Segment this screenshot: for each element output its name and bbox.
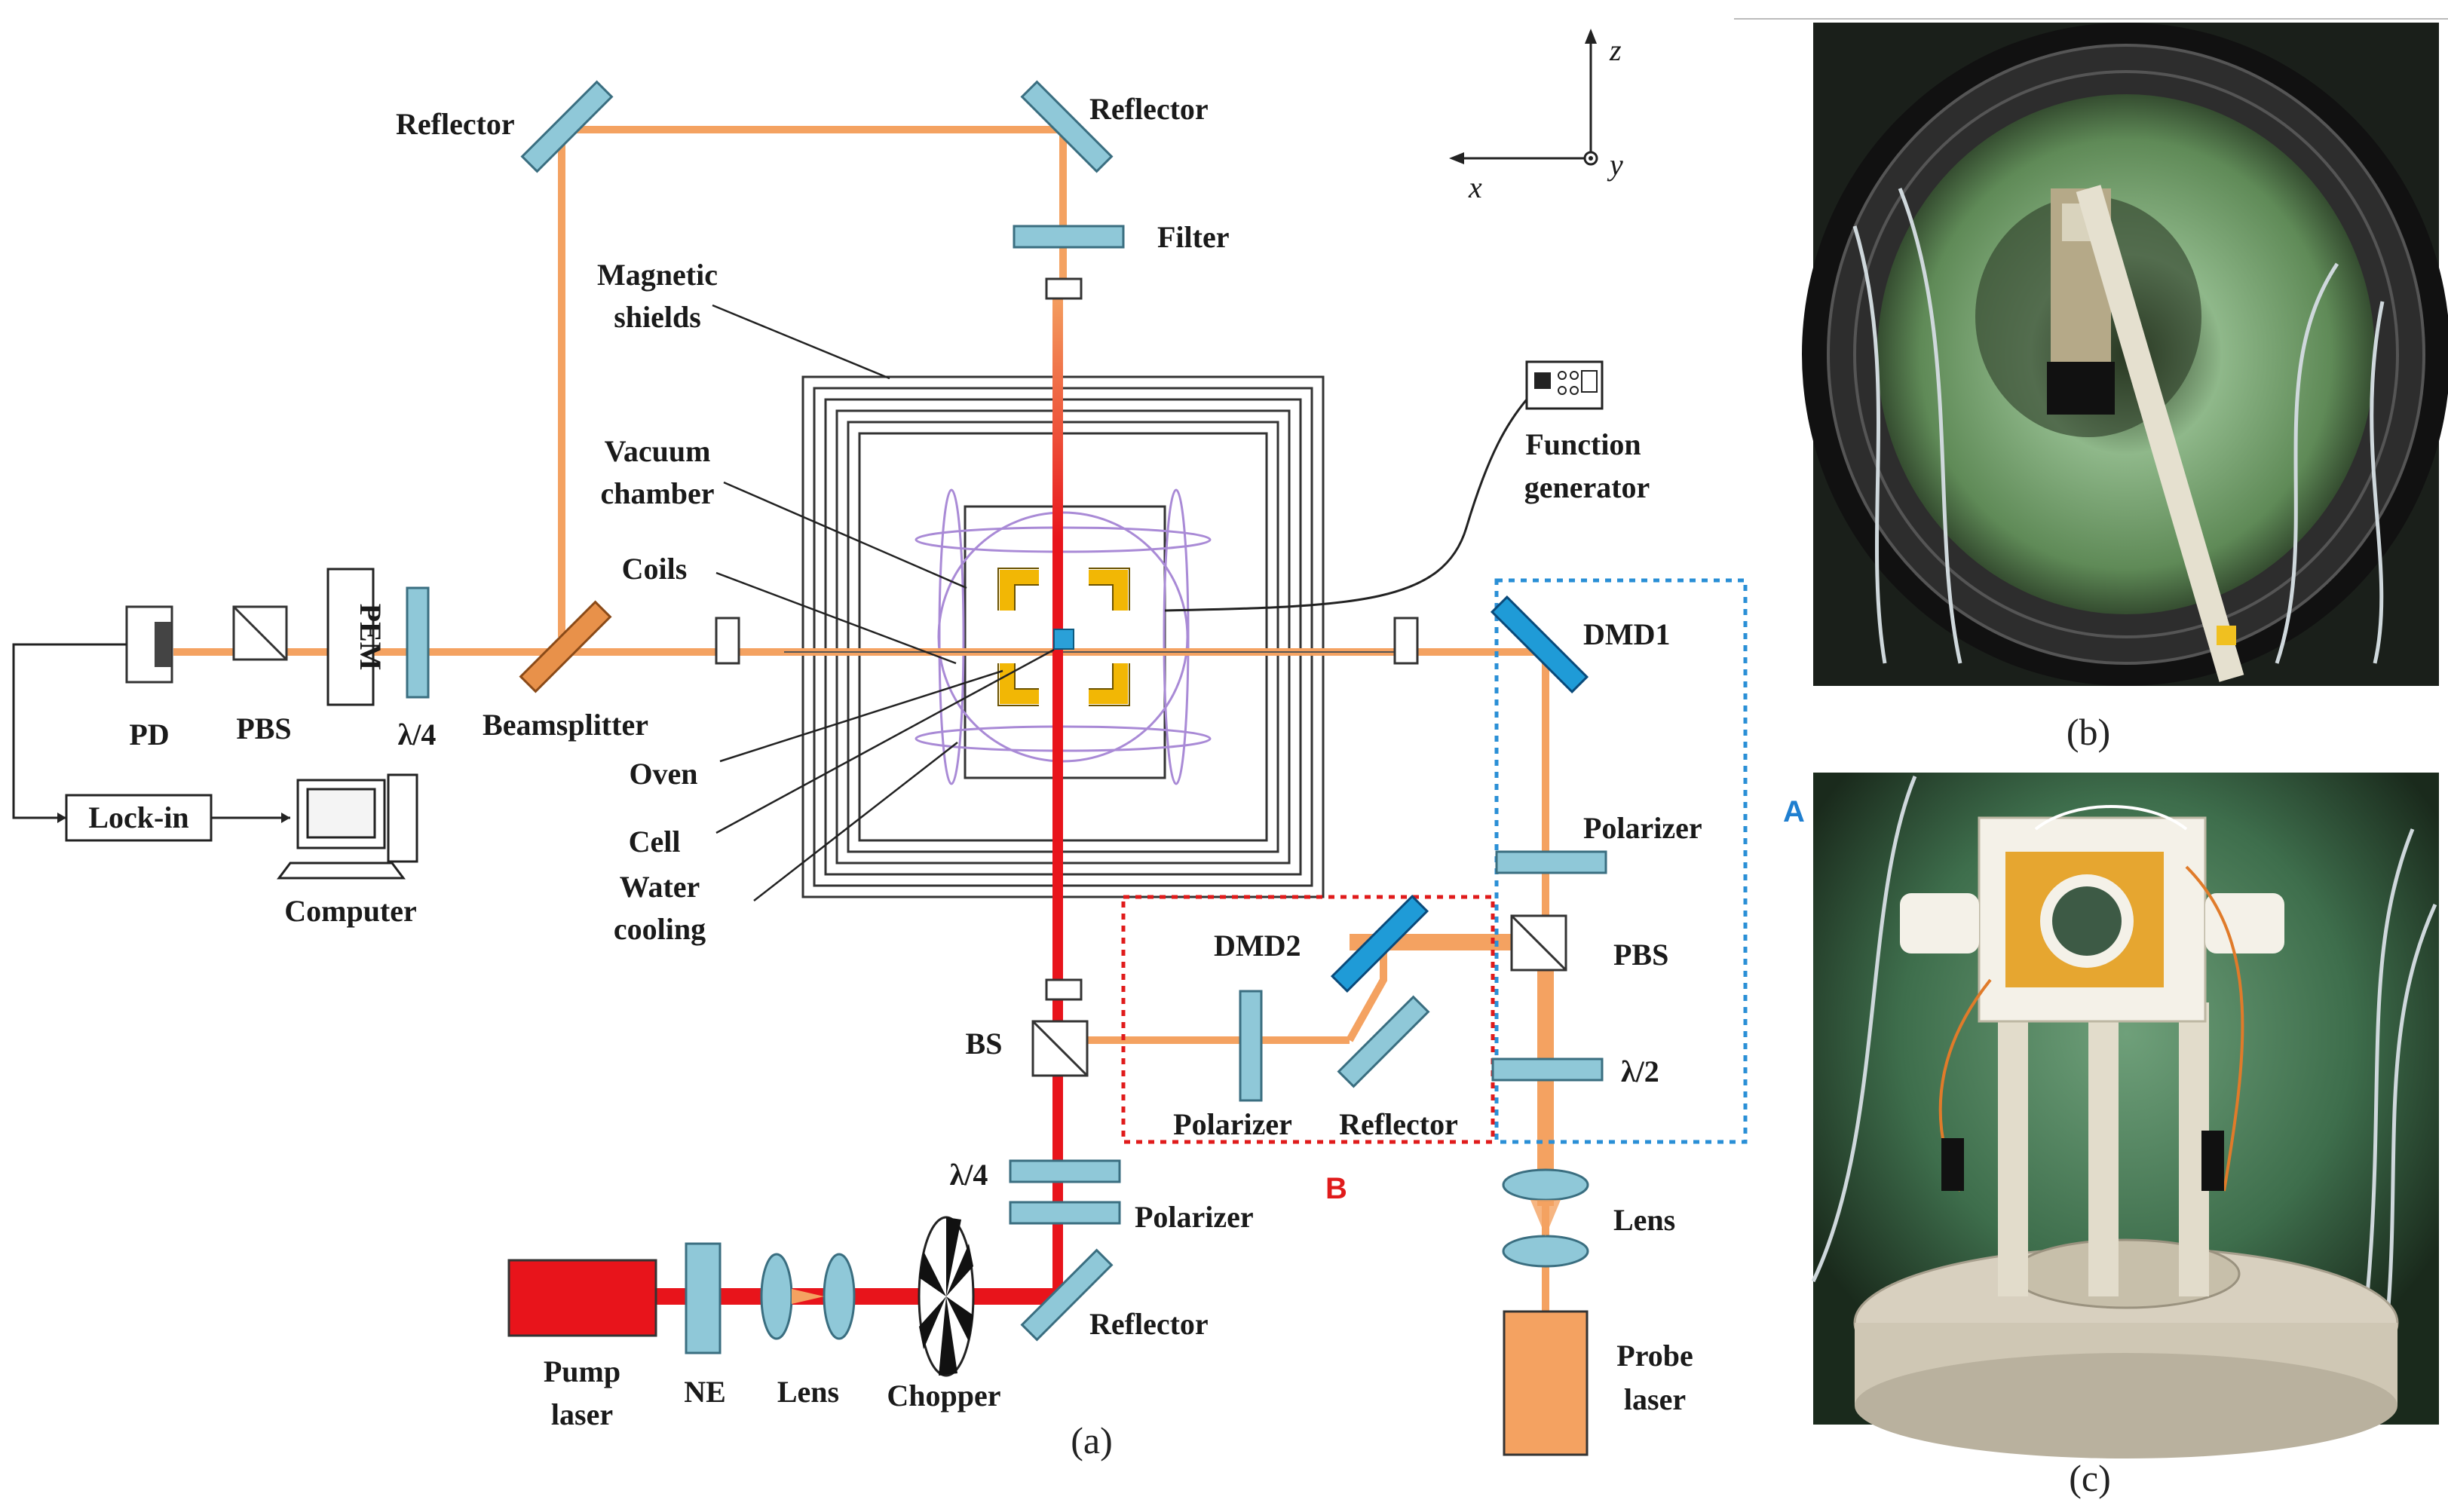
label-polarizer-right: Polarizer [1583, 811, 1702, 845]
leader-lines [712, 304, 1055, 901]
function-generator-cable [1164, 399, 1528, 612]
computer-icon [277, 773, 418, 880]
label-pump: Pump [544, 1354, 620, 1388]
lockin-label: Lock-in [88, 800, 188, 834]
polarizer-bottom [1009, 1201, 1121, 1225]
label-chamber: chamber [600, 476, 714, 510]
half-wave-plate [1491, 1057, 1604, 1082]
label-quarter-wave-bottom: λ/4 [950, 1158, 988, 1192]
pbs-right [1510, 914, 1567, 972]
coordinate-axes [1459, 38, 1598, 166]
label-water: Water [620, 870, 700, 904]
panel-c-photo: (c) [1811, 773, 2439, 1499]
label-lens-right: Lens [1613, 1203, 1675, 1237]
lens-bottom-2 [823, 1253, 856, 1340]
panel-b-photo: (b) [1734, 18, 2448, 753]
label-dmd2: DMD2 [1214, 929, 1301, 963]
label-polarizer-bottom: Polarizer [1135, 1200, 1254, 1234]
label-polarizer-b: Polarizer [1173, 1107, 1292, 1141]
pem-label: PEM [354, 604, 388, 671]
pump-beam-path [648, 290, 1063, 1305]
photodiode [125, 605, 173, 684]
label-chopper: Chopper [887, 1379, 1000, 1413]
lockin-box [65, 794, 213, 842]
chopper-icon [918, 1216, 975, 1377]
label-lens-bottom: Lens [777, 1375, 839, 1409]
dmd1 [1490, 595, 1589, 694]
label-computer: Computer [284, 894, 417, 928]
label-magnetic: Magnetic [597, 258, 718, 292]
polarizer-right [1495, 850, 1607, 874]
label-probe: Probe [1616, 1339, 1693, 1373]
axis-x: x [1468, 170, 1482, 204]
label-oven: Oven [629, 757, 697, 791]
label-function: Function [1525, 427, 1641, 461]
label-beamsplitter: Beamsplitter [483, 708, 648, 742]
pem [326, 568, 375, 706]
function-generator-icon [1525, 360, 1604, 410]
label-vacuum: Vacuum [605, 434, 711, 468]
label-half-wave: λ/2 [1621, 1054, 1659, 1088]
quarter-wave-plate-bottom [1009, 1159, 1121, 1183]
label-ne: NE [684, 1375, 726, 1409]
label-reflector-b: Reflector [1339, 1107, 1458, 1141]
tag-a: A [1783, 795, 1805, 828]
caption-c: (c) [2069, 1457, 2111, 1499]
pump-laser [507, 1259, 657, 1337]
label-bs: BS [966, 1027, 1003, 1061]
label-generator: generator [1524, 470, 1650, 504]
beamsplitter [519, 600, 612, 693]
polarizer-b [1239, 990, 1263, 1102]
bs-cube [1031, 1020, 1089, 1077]
label-pump-laser: laser [551, 1397, 613, 1431]
label-shields: shields [614, 300, 701, 334]
label-cooling: cooling [614, 912, 706, 946]
ne-filter [685, 1242, 722, 1354]
label-probe-laser: laser [1624, 1382, 1686, 1416]
panel-a-schematic: PEM Lock-in [12, 29, 1805, 1461]
label-pbs-right: PBS [1613, 938, 1668, 972]
lens-right-upper [1502, 1168, 1589, 1201]
axis-z: z [1609, 33, 1622, 67]
reflector-bottom [1020, 1248, 1114, 1342]
reflector-top-left [520, 80, 614, 173]
cell [1053, 629, 1074, 650]
signal-wiring [12, 643, 290, 819]
lens-right-lower [1502, 1235, 1589, 1268]
axis-y: y [1607, 148, 1623, 182]
label-pbs-left: PBS [236, 712, 291, 745]
pbs-left [232, 605, 288, 661]
label-dmd1: DMD1 [1583, 617, 1671, 651]
caption-b: (b) [2067, 711, 2110, 753]
label-reflector-top-right: Reflector [1089, 92, 1209, 126]
caption-a: (a) [1071, 1419, 1113, 1461]
reflector-b [1337, 995, 1430, 1088]
label-quarter-wave-left: λ/4 [398, 718, 437, 751]
label-coils: Coils [622, 552, 688, 586]
lens-bottom-1 [760, 1253, 793, 1340]
probe-laser [1503, 1310, 1589, 1456]
label-cell: Cell [629, 825, 681, 859]
quarter-wave-plate-left [406, 586, 430, 699]
label-filter: Filter [1157, 220, 1230, 254]
dmd2 [1330, 894, 1429, 993]
label-pd: PD [129, 718, 169, 751]
window-tubes [715, 277, 1419, 1001]
label-reflector-bottom: Reflector [1089, 1307, 1209, 1341]
filter [1013, 225, 1125, 249]
box-b [1121, 895, 1495, 1144]
label-reflector-top-left: Reflector [396, 107, 515, 141]
tag-b: B [1325, 1172, 1347, 1205]
reflector-top-right [1020, 80, 1114, 173]
